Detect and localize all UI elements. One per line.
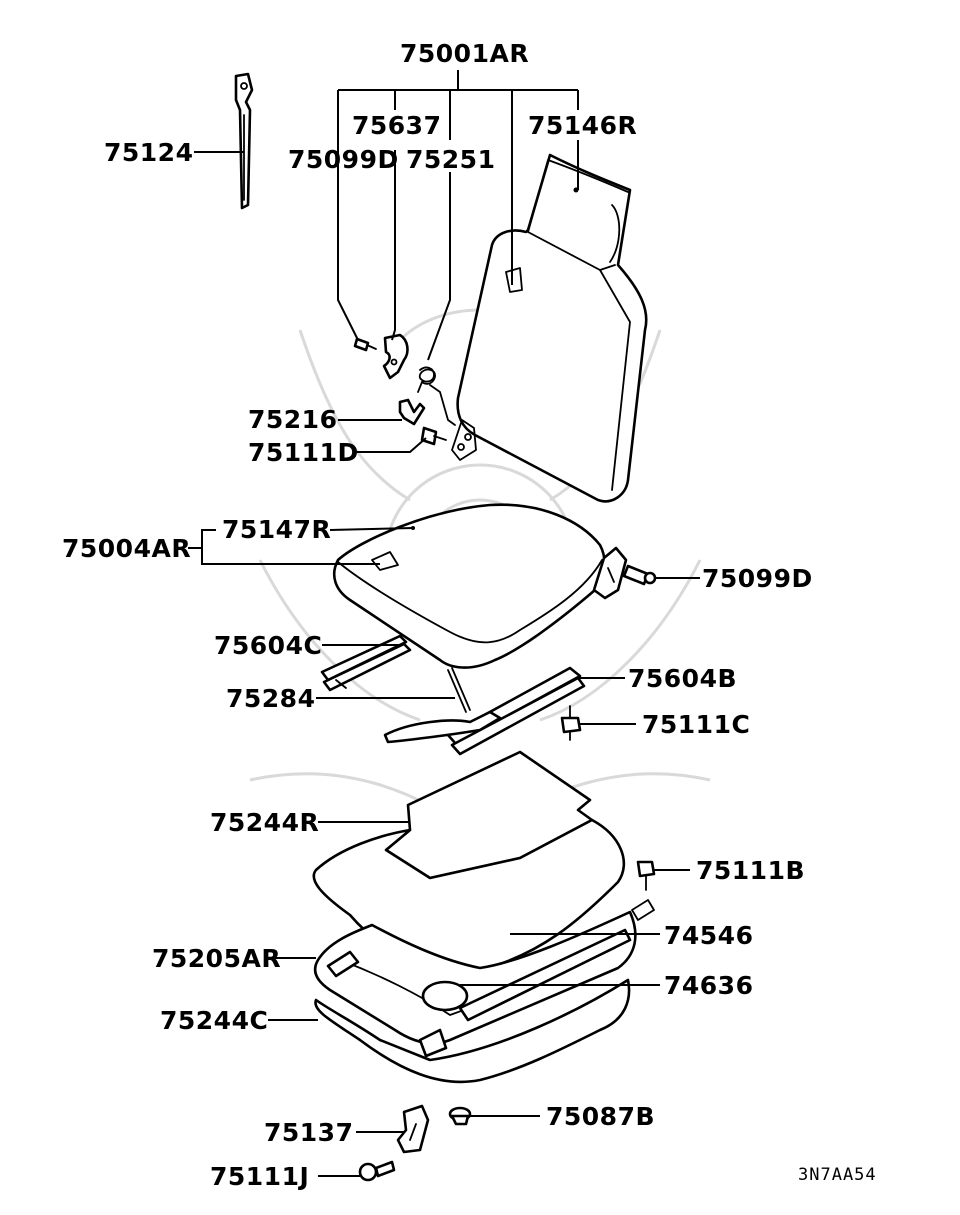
latch-75637 [382,333,409,380]
part-labels: 75001AR 75637 75146R 75124 75099D 75251 … [62,39,877,1191]
cable-75284 [447,667,471,713]
label-75205AR: 75205AR [152,944,281,973]
label-74636: 74636 [664,971,753,1000]
label-75244C: 75244C [160,1006,268,1035]
rail-75604B [383,666,586,756]
label-75604B: 75604B [628,664,737,693]
label-75099D-top: 75099D [288,145,399,174]
label-75111J: 75111J [210,1162,309,1191]
leader-lines [188,70,700,1177]
label-75111B: 75111B [696,856,805,885]
bolt-75099D-top [353,337,377,352]
bolt-75111J [358,1160,396,1182]
seat-cushion-75147R [333,503,628,669]
label-75001AR: 75001AR [400,39,529,68]
label-75004AR: 75004AR [62,534,191,563]
label-75147R: 75147R [222,515,331,544]
rail-75604C [320,634,412,692]
bolt-75111D [420,426,447,446]
label-75137: 75137 [264,1118,353,1147]
label-75284: 75284 [226,684,315,713]
cap-75087B [448,1106,472,1126]
bracket-75137 [396,1104,430,1154]
frame-75205AR [313,910,637,1058]
label-74546: 74546 [664,921,753,950]
strap-75124 [234,72,254,210]
label-75216: 75216 [248,405,337,434]
label-75251: 75251 [406,145,495,174]
clip-74546 [631,899,655,921]
bolt-75111B [636,860,656,891]
label-75124: 75124 [104,138,193,167]
seat-back-75146R [429,153,648,503]
label-75111C: 75111C [642,710,750,739]
nut-75111C [560,705,582,741]
label-75604C: 75604C [214,631,322,660]
label-75244R: 75244R [210,808,319,837]
label-75111D: 75111D [248,438,359,467]
label-75146R: 75146R [528,111,637,140]
spring-75251 [417,366,436,393]
bolt-75099D-right [622,564,657,586]
diagram-code: 3N7AA54 [798,1165,877,1185]
pan-75244C [314,978,631,1084]
label-75099D-right: 75099D [702,564,813,593]
bracket-75216 [398,398,426,426]
label-75637: 75637 [352,111,441,140]
label-75087B: 75087B [546,1102,655,1131]
